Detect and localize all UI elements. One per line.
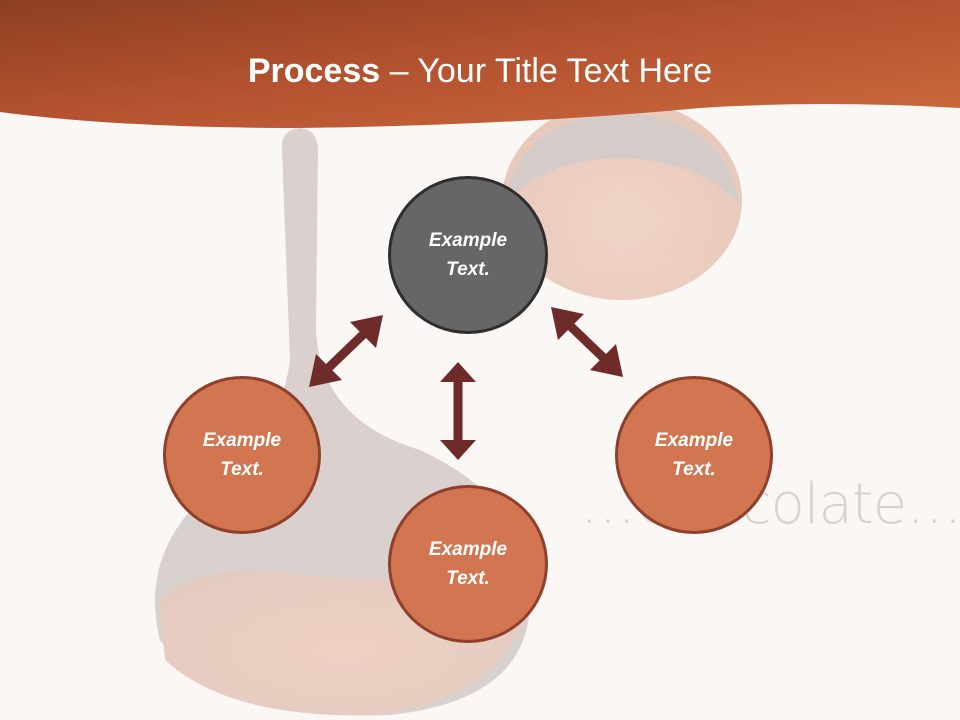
background-drop-right <box>502 100 742 300</box>
process-node-right: Example Text. <box>615 376 773 534</box>
arrow-center-to-right <box>551 307 623 377</box>
title-bold: Process <box>247 52 381 90</box>
arrow-center-to-bottom <box>440 362 476 460</box>
arrow-center-to-left <box>309 315 383 387</box>
header-band <box>0 0 960 128</box>
process-node-label: Example Text. <box>654 430 734 480</box>
title-separator: – <box>380 52 418 90</box>
slide-title: Process – Your Title Text Here <box>0 52 960 91</box>
process-node-label: Example Text. <box>428 230 508 280</box>
process-node-center: Example Text. <box>388 176 548 334</box>
process-node-left: Example Text. <box>163 376 321 534</box>
title-rest: Your Title Text Here <box>417 52 713 90</box>
process-node-label: Example Text. <box>428 539 508 589</box>
process-node-label: Example Text. <box>202 430 282 480</box>
process-node-bottom: Example Text. <box>388 485 548 643</box>
